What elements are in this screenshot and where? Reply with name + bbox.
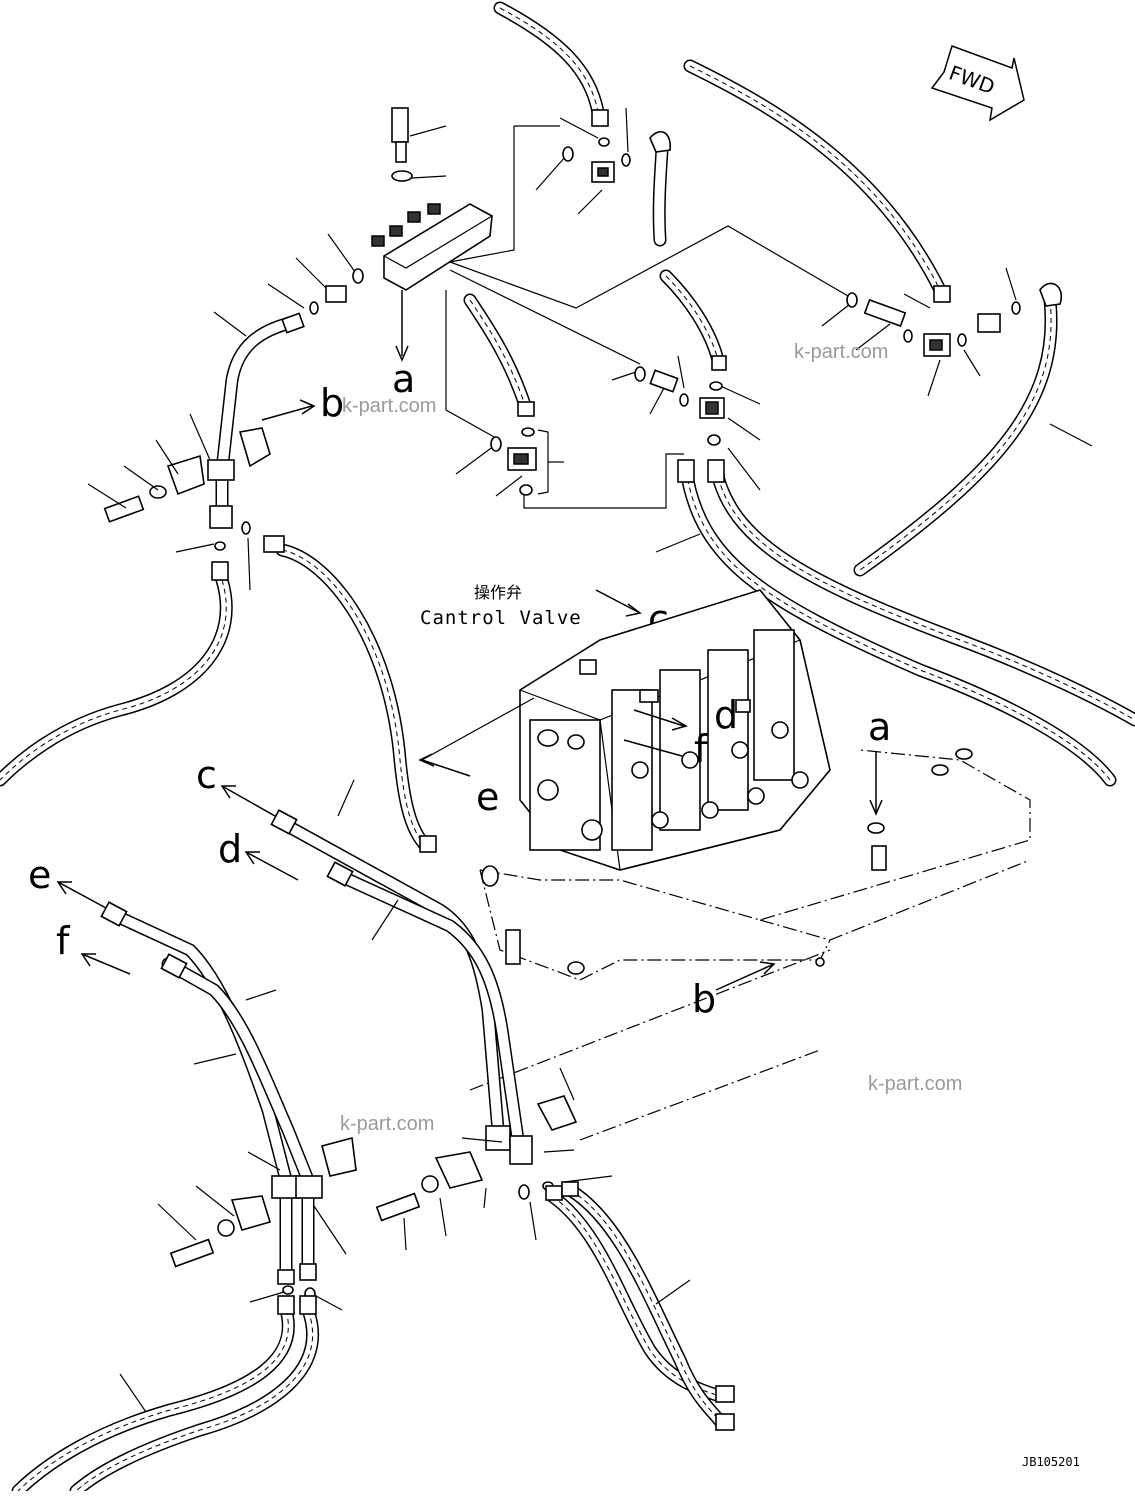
label-a-bottom: a — [868, 705, 891, 749]
label-c-pipe: c — [196, 753, 217, 797]
fwd-label: FWD — [946, 61, 998, 100]
manifold-assembly: a — [371, 107, 493, 401]
label-f-pipe: f — [56, 919, 71, 963]
fwd-arrow-icon: FWD — [930, 45, 1025, 122]
label-a-top: a — [392, 357, 415, 401]
label-d-valve: d — [714, 693, 738, 737]
middle-hoses — [677, 459, 1135, 787]
label-e-pipe: e — [28, 853, 51, 897]
label-b-top: b — [320, 381, 344, 425]
base-frame — [469, 748, 1031, 1141]
watermark-3: k-part.com — [340, 1113, 434, 1135]
pipes-c-d — [270, 779, 613, 1251]
watermark-1: k-part.com — [342, 395, 436, 417]
control-valve-body — [519, 589, 831, 871]
drawing-number: JB105201 — [1022, 1455, 1080, 1469]
valve-title-jp: 操作弁 — [474, 583, 522, 602]
label-b-bottom: b — [692, 977, 716, 1021]
fittings-top — [309, 137, 1021, 496]
left-upper-pipe — [87, 311, 305, 591]
label-f-valve: f — [694, 727, 709, 771]
watermark-4: k-part.com — [868, 1073, 962, 1095]
pipes-e-f — [100, 901, 357, 1413]
watermark-2: k-part.com — [794, 341, 888, 363]
top-hoses — [463, 1, 1063, 577]
leader-lines-top — [267, 107, 1093, 553]
label-d-pipe: d — [218, 827, 242, 871]
label-e-valve: e — [476, 775, 499, 819]
left-hoses — [0, 535, 437, 853]
bottom-hoses — [11, 1181, 735, 1496]
valve-title-en: Cantrol Valve — [420, 607, 582, 629]
